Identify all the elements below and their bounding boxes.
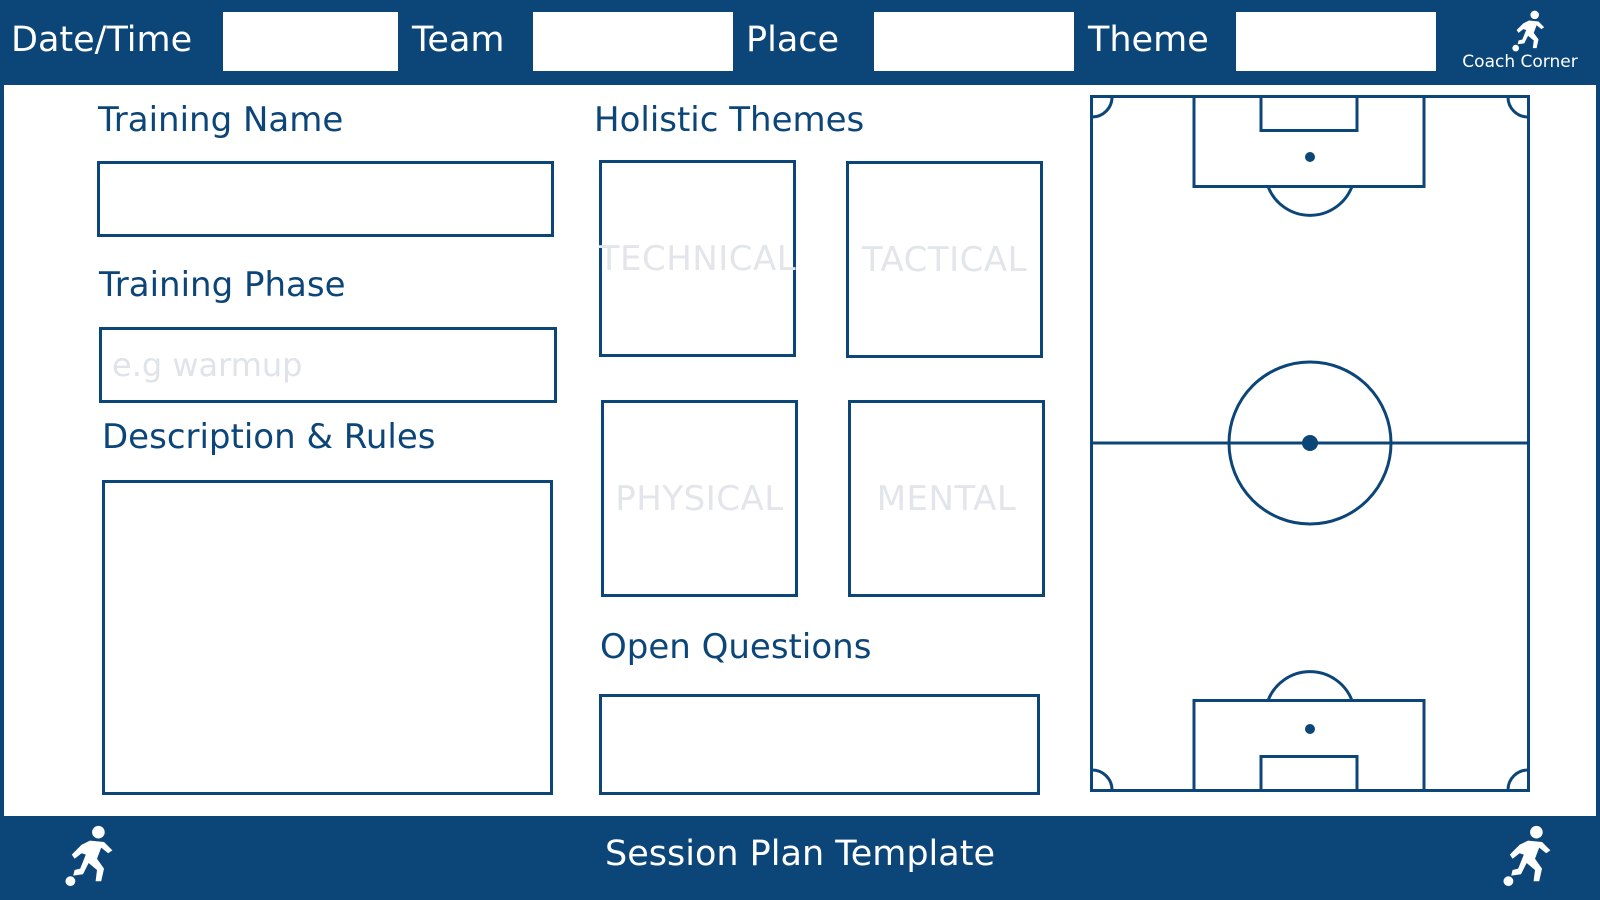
top-penalty-box — [1192, 95, 1426, 188]
bottom-penalty-box — [1192, 699, 1426, 792]
place-label: Place — [746, 20, 840, 60]
corner-arc-bottom-left — [1091, 768, 1114, 791]
tactical-theme-box[interactable]: TACTICAL — [846, 161, 1043, 358]
mental-theme-label: MENTAL — [876, 478, 1017, 519]
theme-label: Theme — [1088, 20, 1209, 60]
top-penalty-arc — [1266, 185, 1354, 217]
training-name-input[interactable] — [97, 161, 554, 237]
description-heading: Description & Rules — [102, 417, 436, 457]
team-input[interactable] — [533, 12, 733, 71]
physical-theme-box[interactable]: PHYSICAL — [601, 400, 798, 597]
top-bar: Date/Time Team Place Theme Coach Corner — [0, 0, 1600, 85]
session-plan-body: Training Name Training Phase Description… — [4, 85, 1596, 816]
center-circle — [1227, 360, 1393, 526]
top-goal-box — [1259, 95, 1359, 132]
tactical-theme-label: TACTICAL — [861, 239, 1028, 280]
footballer-icon — [1503, 825, 1551, 887]
training-name-heading: Training Name — [98, 100, 344, 140]
footballer-icon — [1512, 10, 1545, 52]
center-spot — [1302, 435, 1318, 451]
theme-input[interactable] — [1236, 12, 1436, 71]
date-time-input[interactable] — [223, 12, 398, 71]
training-phase-heading: Training Phase — [99, 265, 346, 305]
brand-logo: Coach Corner — [1450, 10, 1600, 75]
open-questions-heading: Open Questions — [600, 627, 872, 667]
technical-theme-label: TECHNICAL — [598, 238, 797, 279]
place-input[interactable] — [874, 12, 1074, 71]
footballer-icon — [65, 825, 113, 887]
mental-theme-box[interactable]: MENTAL — [848, 400, 1045, 597]
brand-name: Coach Corner — [1462, 52, 1578, 72]
bottom-penalty-spot — [1305, 724, 1315, 734]
bottom-penalty-arc — [1266, 670, 1354, 702]
bottom-bar: Session Plan Template — [0, 816, 1600, 900]
top-penalty-spot — [1305, 152, 1315, 162]
corner-arc-bottom-right — [1506, 768, 1529, 791]
team-label: Team — [412, 20, 505, 60]
physical-theme-label: PHYSICAL — [615, 478, 784, 519]
technical-theme-box[interactable]: TECHNICAL — [599, 160, 796, 357]
football-pitch-diagram[interactable] — [1090, 95, 1530, 792]
description-textarea[interactable] — [102, 480, 553, 795]
bottom-goal-box — [1259, 755, 1359, 792]
footer-title: Session Plan Template — [605, 834, 995, 874]
holistic-themes-heading: Holistic Themes — [594, 100, 865, 140]
corner-arc-top-right — [1506, 96, 1529, 119]
corner-arc-top-left — [1091, 96, 1114, 119]
open-questions-textarea[interactable] — [599, 694, 1040, 795]
date-time-label: Date/Time — [11, 20, 193, 60]
training-phase-input[interactable] — [99, 327, 557, 403]
